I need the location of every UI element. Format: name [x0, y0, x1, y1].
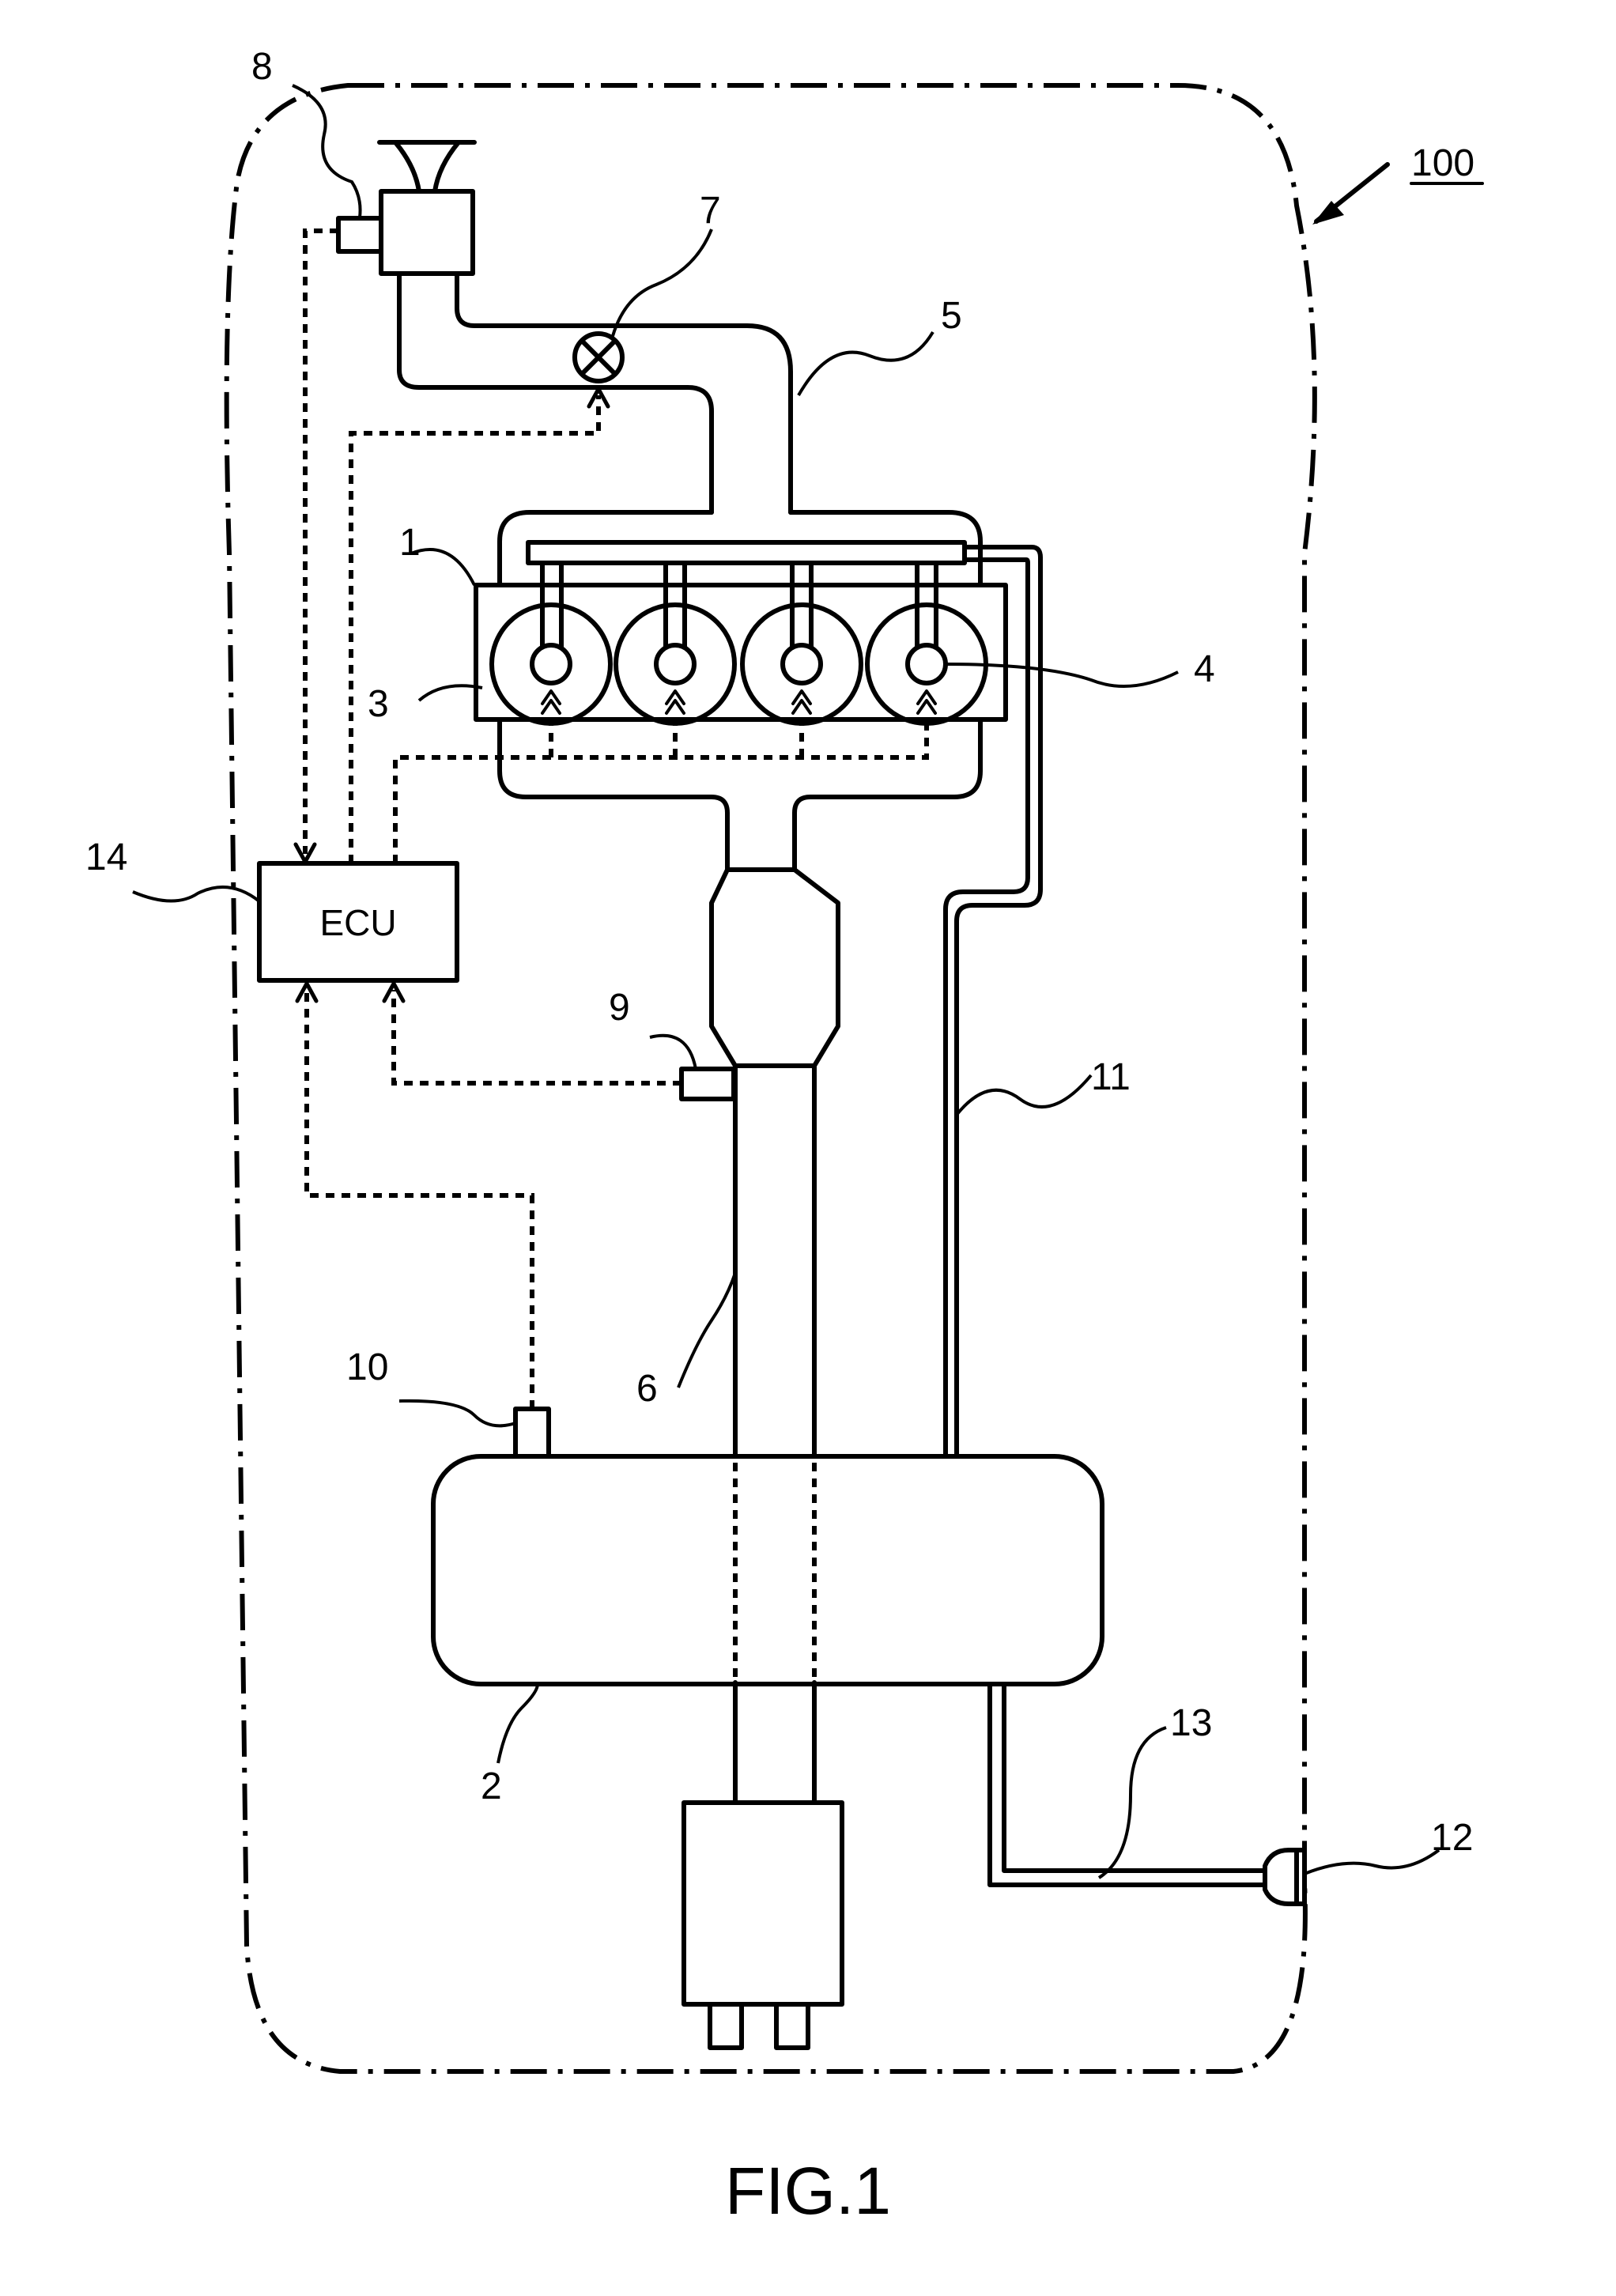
fuel-rail: [528, 542, 965, 563]
ref-numeral-6: 6: [636, 1368, 658, 1410]
signal-level-sensor-to-ecu: [307, 990, 532, 1409]
ref-numeral-10: 10: [346, 1346, 388, 1388]
signal-af-sensor-to-ecu: [394, 990, 682, 1083]
tailpipe-right: [776, 2004, 808, 2048]
cylinder: [492, 605, 610, 723]
ref-numeral-8: 8: [251, 46, 273, 88]
air-fuel-sensor: [682, 1069, 734, 1099]
fuel-tank: [433, 1456, 1102, 1684]
exhaust-through-tank: [735, 1463, 814, 1682]
injector-nozzle: [908, 645, 946, 683]
air-cleaner-box: [381, 191, 473, 274]
cylinder: [742, 605, 861, 723]
intake-pipe-outer: [399, 274, 712, 512]
muffler: [684, 1803, 842, 2004]
intake-manifold-outline: [500, 512, 980, 585]
ref-numeral-13: 13: [1170, 1702, 1212, 1744]
ref-100-label: 100: [1411, 142, 1474, 184]
cylinders: [492, 605, 986, 723]
intake-funnel: [379, 142, 474, 191]
ref-numeral-5: 5: [941, 295, 962, 337]
ref-numeral-9: 9: [609, 987, 630, 1029]
exhaust-pipe: [735, 1066, 814, 1456]
throttle-valve-cross: [582, 341, 615, 374]
airflow-meter-sensor: [338, 218, 381, 251]
ecu-label: ECU: [319, 902, 396, 943]
ref-numeral-12: 12: [1431, 1817, 1473, 1859]
tailpipe-left: [710, 2004, 742, 2048]
ref-numeral-3: 3: [368, 683, 389, 725]
ref-numeral-11: 11: [1091, 1056, 1131, 1098]
ref-numeral-2: 2: [481, 1765, 502, 1807]
injector-nozzle: [783, 645, 821, 683]
cylinder: [616, 605, 734, 723]
fuel-inlet-cap: [1265, 1850, 1305, 1904]
fuel-rail-to-supply: [946, 547, 1040, 1456]
exhaust-tail: [735, 1682, 814, 1803]
ref-numeral-7: 7: [700, 190, 721, 232]
signal-airflow-to-ecu: [305, 231, 338, 854]
ref-numeral-4: 4: [1194, 648, 1215, 690]
fuel-level-sensor: [515, 1409, 549, 1456]
ref-numeral-14: 14: [85, 836, 127, 878]
engine-lower-crankcase: [500, 719, 980, 870]
catalytic-converter: [712, 870, 838, 1066]
ref-numeral-1: 1: [399, 522, 421, 564]
figure-caption: FIG.1: [725, 2154, 891, 2228]
filler-pipe: [990, 1684, 1265, 1885]
injector-nozzle: [532, 645, 570, 683]
arrow-to-ecu-2: [384, 984, 403, 1001]
injector-nozzle: [656, 645, 694, 683]
signal-ecu-to-injectors: [395, 721, 927, 863]
vehicle-outline: [227, 85, 1315, 2071]
